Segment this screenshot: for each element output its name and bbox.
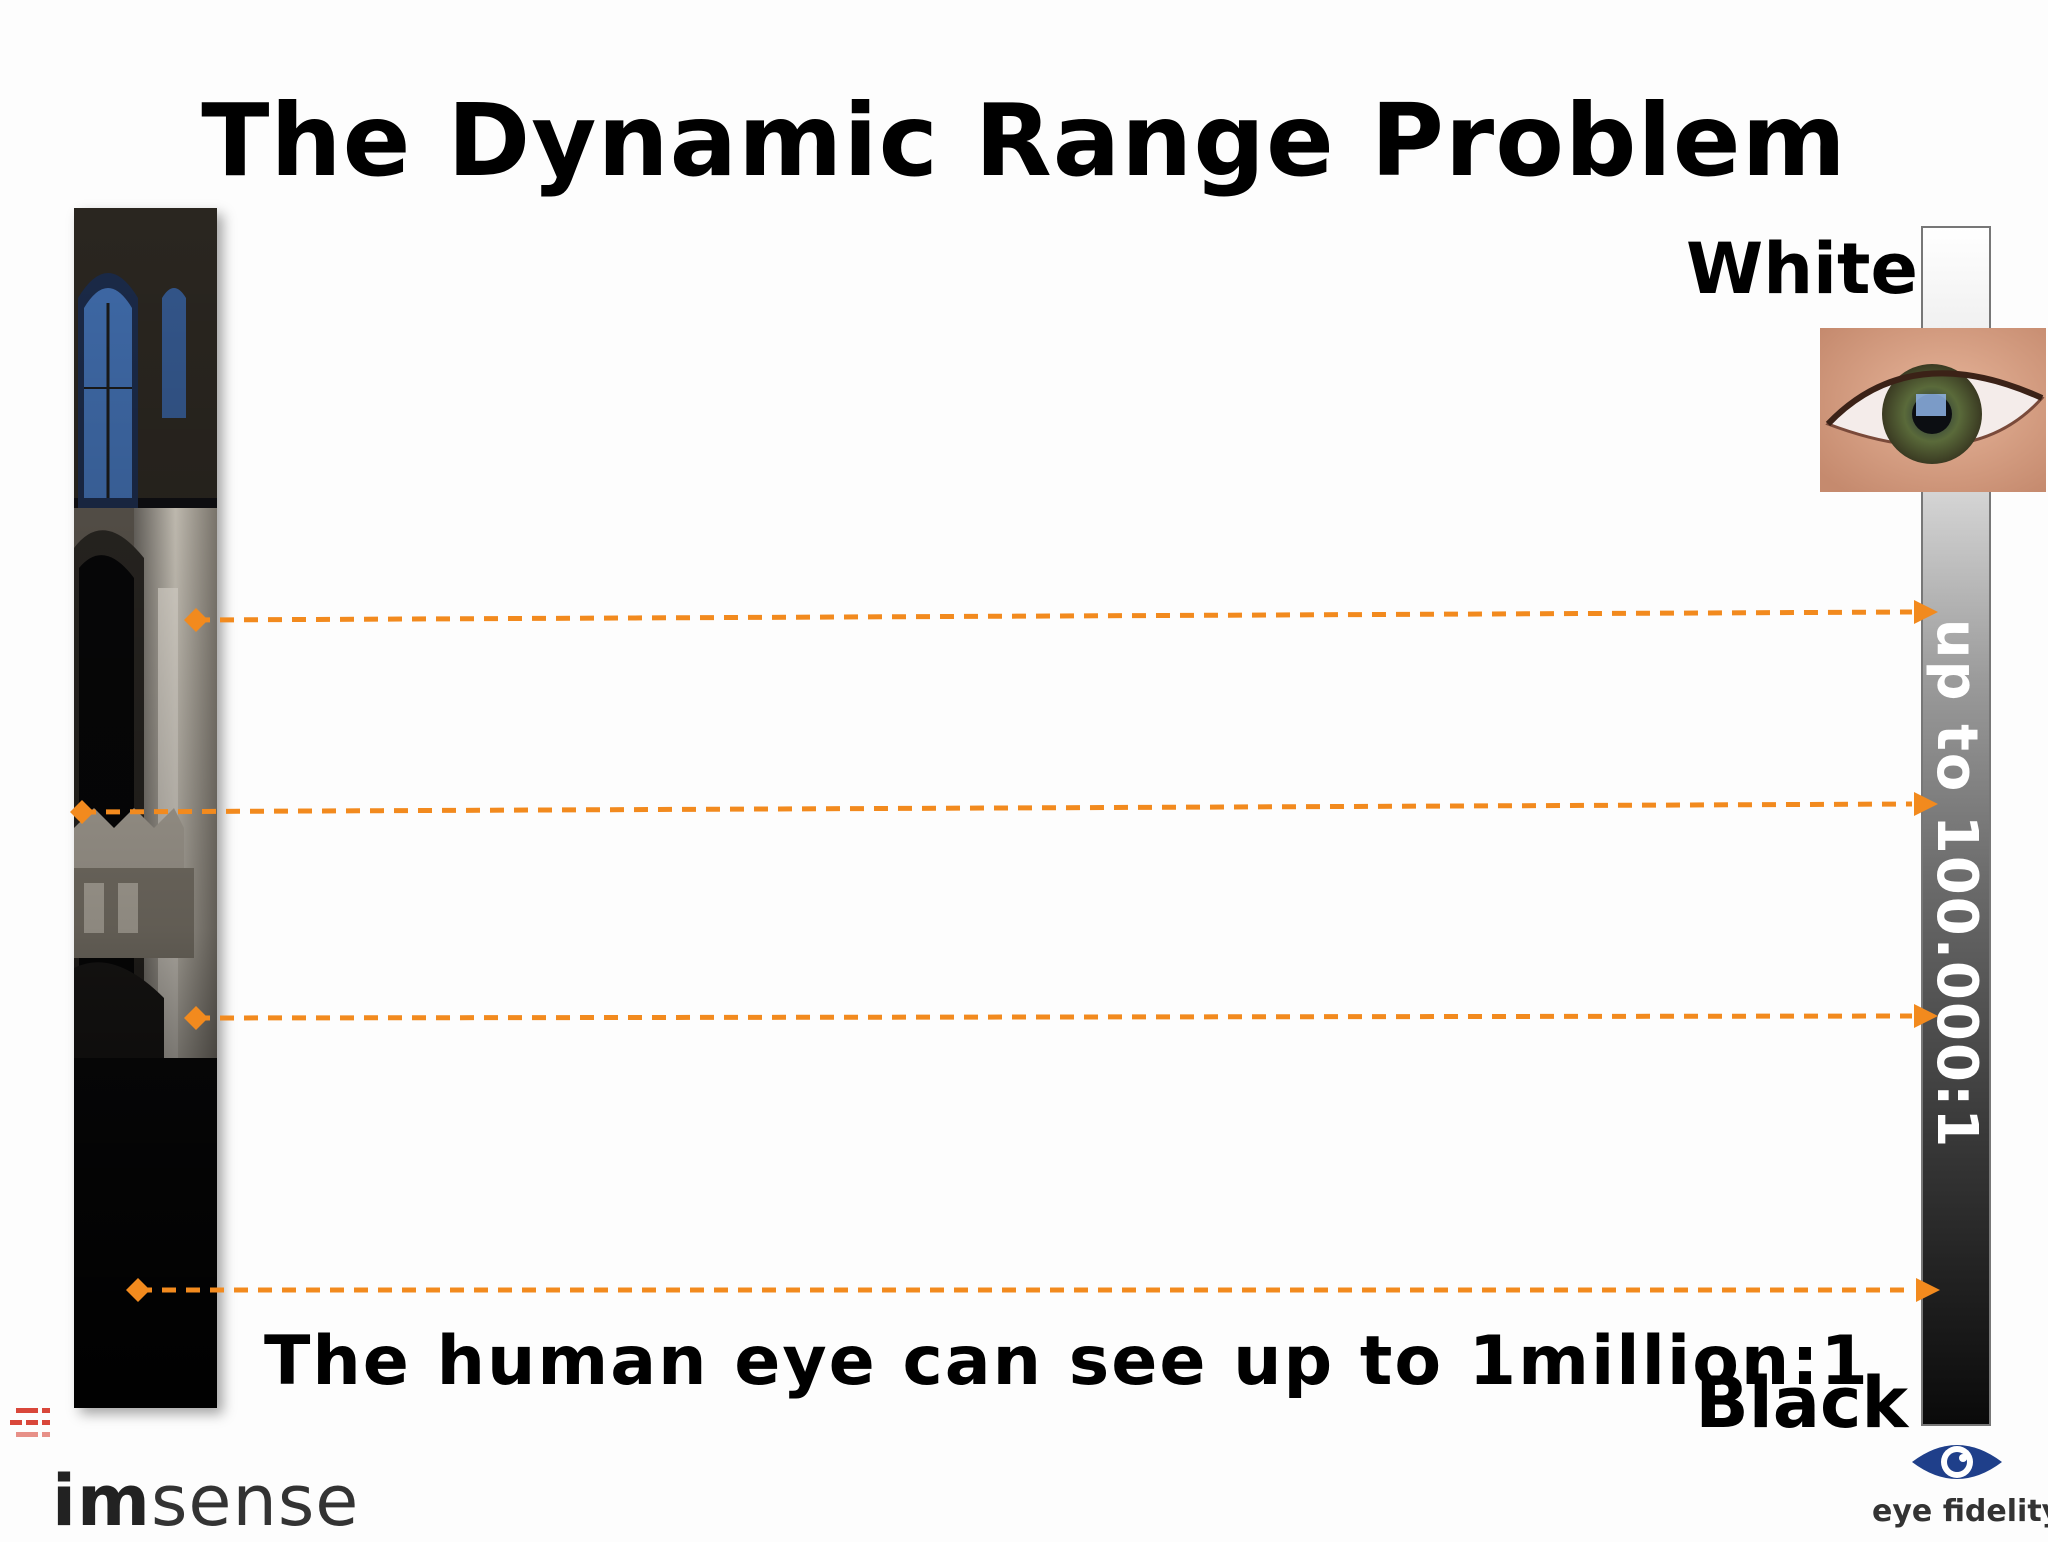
arrow-3-start-diamond — [184, 1006, 208, 1030]
caption: The human eye can see up to 1million:1 — [264, 1322, 1870, 1401]
imsense-squares-icon — [10, 1408, 50, 1437]
arrow-1-start-diamond — [184, 608, 208, 632]
arrow-2-line — [81, 801, 1913, 815]
cathedral-photo-strip — [74, 208, 217, 1408]
arrow-1-line — [195, 609, 1913, 623]
arrow-3-head — [1914, 1004, 1938, 1028]
eye-photo — [1820, 328, 2046, 492]
imsense-light-part: sense — [150, 1460, 360, 1542]
arrow-2-start-diamond — [70, 800, 94, 824]
black-label: Black — [1695, 1362, 1908, 1444]
arrow-1-head — [1914, 600, 1938, 624]
arrow-4-head — [1916, 1278, 1940, 1302]
slide-title: The Dynamic Range Problem — [201, 82, 1847, 199]
imsense-wordmark: imsense — [52, 1460, 359, 1542]
imsense-bold-part: im — [52, 1460, 151, 1542]
arrow-2-head — [1914, 792, 1938, 816]
eye-fidelity-icon — [1912, 1445, 2002, 1479]
eye-fidelity-text: eye fidelity — [1872, 1494, 2048, 1529]
arrow-4-start-diamond — [126, 1278, 150, 1302]
eye-fidelity-logo: eye fidelity — [1872, 1434, 2048, 1534]
arrow-3-line — [195, 1013, 1913, 1021]
white-label: White — [1686, 228, 1918, 310]
